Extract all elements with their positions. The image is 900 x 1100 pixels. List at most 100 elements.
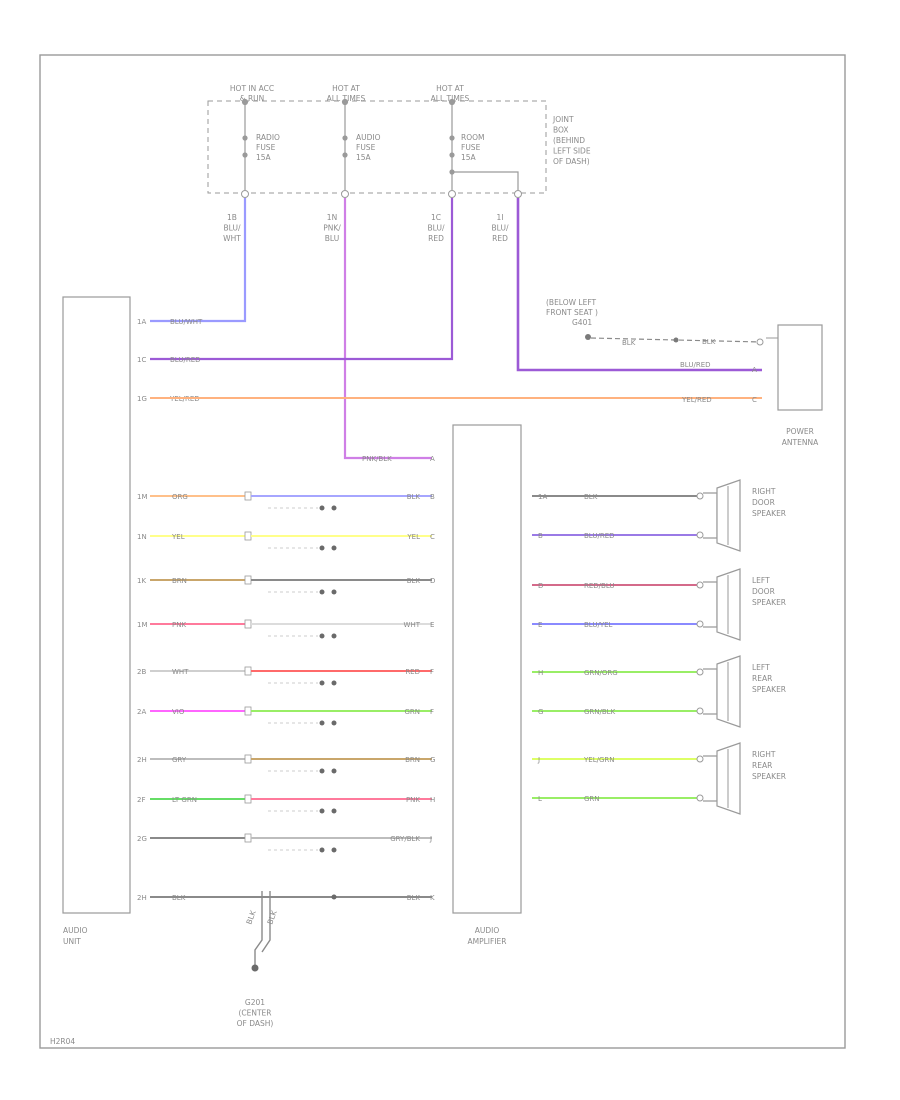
unit-pin: 1K bbox=[137, 577, 146, 585]
shield-dot bbox=[319, 768, 325, 774]
inline-connector bbox=[244, 666, 252, 676]
shield-dot bbox=[331, 680, 337, 686]
amp-pin: C bbox=[430, 533, 435, 541]
right-wire-name: BRN bbox=[405, 756, 420, 764]
speaker-wire-name: GRN/BLK bbox=[584, 708, 616, 716]
antenna-pin-a: A bbox=[752, 366, 757, 374]
shield-dot bbox=[331, 720, 337, 726]
unit-pin-1c: 1C bbox=[137, 356, 146, 364]
amp-feed-pin: A bbox=[430, 455, 435, 463]
unit-wire-blu-wht: BLU/WHT bbox=[170, 318, 203, 326]
unit-pin: 2B bbox=[137, 668, 146, 676]
shield-dot bbox=[319, 545, 325, 551]
shield-dot bbox=[319, 847, 325, 853]
ground-g201-wire-label-2: BLK bbox=[265, 908, 279, 925]
speaker-pin: B bbox=[538, 532, 543, 540]
speaker-pin: E bbox=[538, 621, 542, 629]
shield-dot bbox=[331, 633, 337, 639]
antenna-ground-wire-label-2: BLK bbox=[702, 338, 716, 346]
speaker-coil bbox=[703, 492, 718, 539]
unit-amp-wire-7: 2H GRY BRN G bbox=[137, 754, 435, 774]
left-wire-name: VIO bbox=[172, 708, 185, 716]
left-wire-name: BRN bbox=[172, 577, 187, 585]
right-wire-name: GRN bbox=[404, 708, 420, 716]
right-wire-name: BLK bbox=[407, 577, 421, 585]
fuse-block-connectors bbox=[241, 190, 522, 198]
speaker-wire-name: YEL/GRN bbox=[583, 756, 614, 764]
left-wire-name: PNK bbox=[172, 621, 186, 629]
amp-pin: K bbox=[430, 894, 435, 902]
speaker-wire-name: GRN/ORG bbox=[584, 669, 618, 677]
left-wire-name: WHT bbox=[172, 668, 189, 676]
audio-amplifier-box bbox=[452, 424, 522, 914]
amp-pin: H bbox=[430, 796, 435, 804]
speaker-pin: L bbox=[538, 795, 542, 803]
shield-dot bbox=[331, 808, 337, 814]
unit-pin: 1N bbox=[137, 533, 147, 541]
shield-dot bbox=[331, 847, 337, 853]
wire-pnk-blu-feed bbox=[343, 198, 432, 460]
speaker-terminal bbox=[696, 581, 704, 589]
shield-dot bbox=[319, 720, 325, 726]
power-antenna-box bbox=[777, 324, 823, 411]
left-wire-name: ORG bbox=[172, 493, 188, 501]
speaker-coil bbox=[703, 755, 718, 802]
unit-pin: 1M bbox=[137, 621, 148, 629]
right-wire-name: YEL bbox=[406, 533, 420, 541]
shield-dot bbox=[319, 680, 325, 686]
right-wire-name: RED bbox=[405, 668, 420, 676]
footer-code: H2R04 bbox=[50, 1037, 75, 1046]
unit-pin: 2H bbox=[137, 756, 147, 764]
speaker-wire-name: GRN bbox=[584, 795, 600, 803]
amp-pin: G bbox=[430, 756, 435, 764]
unit-amp-wire-5: 2B WHT RED F bbox=[137, 666, 434, 686]
unit-pin: 1M bbox=[137, 493, 148, 501]
inline-connector bbox=[244, 754, 252, 764]
left-wire-name: GRY bbox=[172, 756, 187, 764]
speaker-coil bbox=[703, 581, 718, 628]
antenna-wire-blu-red: BLU/RED bbox=[680, 361, 711, 369]
speaker-terminal bbox=[696, 707, 704, 715]
speaker-terminal bbox=[696, 794, 704, 802]
amp-feed-wire-name: PNK/BLK bbox=[362, 455, 392, 463]
speaker-terminal bbox=[696, 531, 704, 539]
shield-dot bbox=[319, 505, 325, 511]
inline-connector bbox=[244, 575, 252, 585]
unit-amp-wire-2: 1N YEL YEL C bbox=[137, 531, 435, 551]
left-wire-name: YEL bbox=[171, 533, 185, 541]
antenna-pin-c: C bbox=[752, 396, 757, 404]
right-wire-name: BLK bbox=[407, 894, 421, 902]
wire-blu-red-antenna-feed bbox=[516, 198, 762, 372]
amp-pin: F bbox=[430, 708, 434, 716]
fuse-elements bbox=[241, 98, 519, 190]
fuse-block-outline bbox=[207, 100, 547, 194]
amp-pin: F bbox=[430, 668, 434, 676]
inline-connector bbox=[244, 833, 252, 843]
fuse-1-hot-label: HOT IN ACC& RUN bbox=[230, 84, 274, 103]
inline-connector bbox=[244, 531, 252, 541]
shield-dot bbox=[331, 505, 337, 511]
speaker-pin: J bbox=[537, 756, 540, 764]
